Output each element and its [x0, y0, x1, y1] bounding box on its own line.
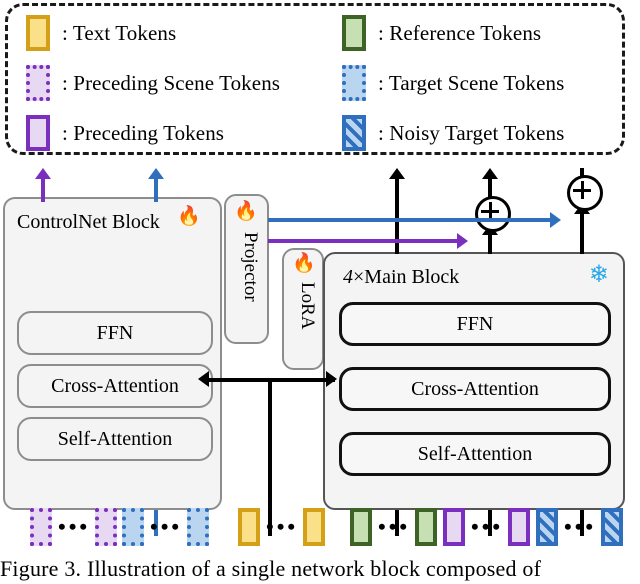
projector-block[interactable]: 🔥 Projector	[224, 194, 269, 344]
stream-preceding-in	[488, 510, 492, 536]
fire-icon: 🔥	[292, 253, 316, 274]
stream-text-tokens	[268, 378, 272, 536]
token-noisy-target	[536, 508, 558, 546]
fire-icon: 🔥	[177, 206, 201, 227]
legend-label: : Reference Tokens	[378, 20, 542, 45]
token-text	[303, 508, 325, 546]
controlnet-block-title: ControlNet Block	[17, 211, 160, 233]
legend-item-target-scene-tokens: : Target Scene Tokens	[342, 62, 564, 104]
legend-label: : Noisy Target Tokens	[378, 120, 565, 145]
token-strip: ••• ••• ••• ••• ••• •••	[0, 508, 640, 552]
noisy-to-oplus	[580, 213, 584, 254]
token-preceding-scene	[95, 508, 117, 546]
cross-attn-bus	[205, 378, 335, 382]
token-ellipsis: •••	[58, 514, 91, 539]
cross-attn-arrow-right	[326, 371, 337, 387]
main-layer-ffn[interactable]: FFN	[339, 302, 611, 346]
output-target-scene	[154, 178, 158, 202]
token-preceding	[443, 508, 465, 546]
legend-label: : Target Scene Tokens	[378, 70, 565, 95]
output-preceding-arrowhead	[482, 168, 498, 179]
token-ellipsis: •••	[564, 514, 597, 539]
legend-item-noisy-target-tokens: : Noisy Target Tokens	[342, 112, 564, 154]
token-ellipsis: •••	[378, 514, 411, 539]
text-token-swatch	[26, 15, 50, 51]
legend-label: : Preceding Scene Tokens	[62, 70, 281, 95]
token-target-scene	[187, 508, 209, 546]
output-preceding	[488, 178, 492, 198]
token-preceding	[508, 508, 530, 546]
output-preceding-scene-arrowhead	[35, 168, 51, 179]
snowflake-icon: ❄	[588, 262, 609, 288]
lora-block[interactable]: 🔥 LoRA	[282, 248, 324, 370]
projector-label: Projector	[240, 232, 261, 302]
legend-item-reference-tokens: : Reference Tokens	[342, 12, 541, 54]
output-reference	[395, 178, 399, 254]
stream-noisy-target-in	[580, 510, 584, 536]
controlnet-block[interactable]: ControlNet Block 🔥 FFN Cross-Attention S…	[3, 197, 222, 510]
stream-reference-in	[395, 510, 399, 536]
output-noisy-target	[580, 168, 584, 178]
target-scene-token-swatch	[342, 65, 366, 101]
token-ellipsis: •••	[471, 514, 504, 539]
preceding-scene-token-swatch	[26, 65, 50, 101]
token-noisy-target	[601, 508, 623, 546]
main-block[interactable]: 4×Main Block ❄ FFN Cross-Attention Self-…	[323, 252, 625, 510]
reference-token-swatch	[342, 15, 366, 51]
figure-caption: Figure 3. Illustration of a single netwo…	[0, 556, 542, 581]
legend-item-text-tokens: : Text Tokens	[26, 12, 176, 54]
add-operator-preceding	[475, 196, 511, 232]
main-block-title: 4×Main Block	[343, 266, 460, 288]
token-ellipsis: •••	[150, 514, 183, 539]
legend-label: : Text Tokens	[62, 20, 177, 45]
legend-item-preceding-scene-tokens: : Preceding Scene Tokens	[26, 62, 280, 104]
token-reference	[415, 508, 437, 546]
legend-item-preceding-tokens: : Preceding Tokens	[26, 112, 224, 154]
token-text	[238, 508, 260, 546]
architecture-diagram: ControlNet Block 🔥 FFN Cross-Attention S…	[0, 168, 640, 558]
main-layer-cross-attention[interactable]: Cross-Attention	[339, 367, 611, 411]
cross-attn-arrow-left	[198, 371, 209, 387]
legend-panel: : Text Tokens : Reference Tokens : Prece…	[5, 3, 625, 155]
token-preceding-scene	[30, 508, 52, 546]
skip-connection-target-scene	[268, 218, 552, 222]
output-target-scene-arrowhead	[148, 168, 164, 179]
controlnet-layer-ffn[interactable]: FFN	[17, 311, 213, 355]
controlnet-layer-self-attention[interactable]: Self-Attention	[17, 417, 213, 461]
token-target-scene	[122, 508, 144, 546]
lora-label: LoRA	[297, 282, 318, 330]
noisy-target-token-swatch	[342, 115, 366, 151]
token-reference	[350, 508, 372, 546]
preceding-token-swatch	[26, 115, 50, 151]
skip-connection-preceding	[268, 239, 459, 243]
main-layer-self-attention[interactable]: Self-Attention	[339, 432, 611, 476]
fire-icon: 🔥	[234, 201, 258, 222]
skip-target-scene-arrowhead	[550, 212, 561, 228]
token-ellipsis: •••	[266, 514, 299, 539]
preceding-to-oplus	[488, 234, 492, 254]
controlnet-layer-cross-attention[interactable]: Cross-Attention	[17, 364, 213, 408]
stream-target-scene-in	[154, 510, 158, 536]
skip-preceding-arrowhead	[457, 233, 468, 249]
add-operator-noisy-target	[567, 175, 603, 211]
legend-label: : Preceding Tokens	[62, 120, 225, 145]
output-reference-arrowhead	[389, 168, 405, 179]
output-preceding-scene	[41, 178, 45, 202]
